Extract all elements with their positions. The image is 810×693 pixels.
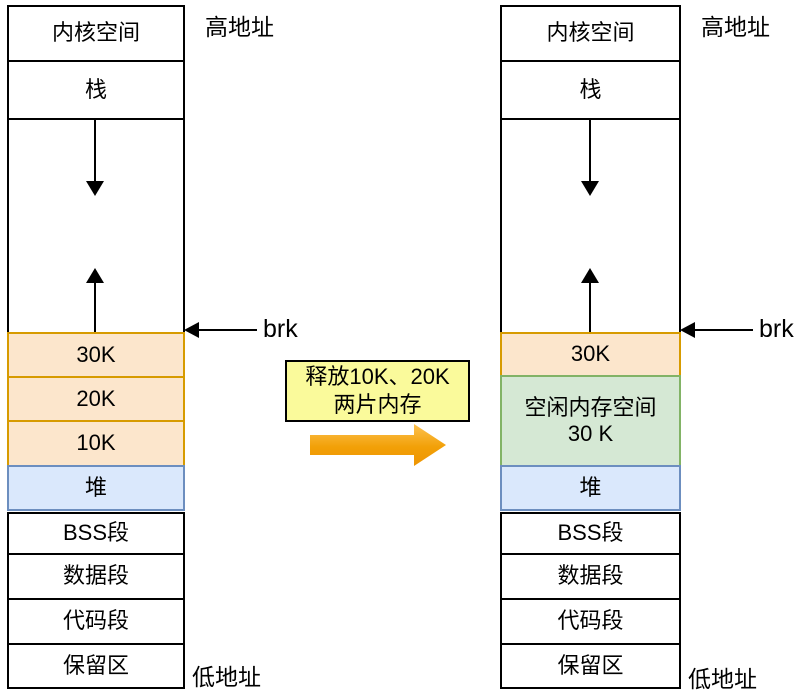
annotation-line1: 释放10K、20K: [305, 364, 450, 389]
left-low-address-label: 低地址: [192, 664, 261, 690]
left-alloc-block-20k: 20K: [7, 376, 185, 422]
left-stack-label: 栈: [84, 76, 107, 102]
right-low-address-label: 低地址: [688, 666, 757, 692]
left-reserved-box: 保留区: [7, 643, 185, 689]
left-heap-box: 堆: [7, 465, 185, 511]
right-heap-label: 堆: [579, 474, 602, 500]
left-alloc-block-30k-label: 30K: [76, 341, 116, 367]
left-bss-label: BSS段: [62, 520, 130, 546]
right-kernel-space-box: 内核空间: [500, 5, 681, 62]
right-reserved-label: 保留区: [557, 652, 624, 678]
right-kernel-space-label: 内核空间: [546, 20, 635, 46]
left-heap-growth-arrow: [94, 282, 96, 332]
left-kernel-space-label: 内核空间: [51, 20, 140, 46]
left-code-segment-box: 代码段: [7, 598, 185, 645]
right-free-memory-line2: 30 K: [567, 421, 614, 446]
right-heap-growth-arrow: [589, 282, 591, 332]
free-memory-annotation-box: 释放10K、20K 两片内存: [285, 360, 470, 422]
right-bss-box: BSS段: [500, 512, 681, 555]
left-stack-box: 栈: [7, 60, 185, 120]
right-stack-label: 栈: [579, 76, 602, 102]
right-code-segment-label: 代码段: [557, 608, 624, 634]
right-stack-growth-arrow: [589, 120, 591, 182]
right-data-segment-box: 数据段: [500, 553, 681, 600]
right-high-address-label: 高地址: [701, 14, 770, 40]
right-heap-growth-arrowhead-icon: [581, 268, 599, 283]
right-data-segment-label: 数据段: [557, 563, 624, 589]
left-high-address-label: 高地址: [205, 14, 274, 40]
right-stack-box: 栈: [500, 60, 681, 120]
left-stack-growth-arrowhead-icon: [86, 181, 104, 196]
left-alloc-block-20k-label: 20K: [76, 385, 116, 411]
left-brk-arrowhead-icon: [184, 322, 199, 338]
left-brk-arrow-line: [197, 329, 257, 331]
left-code-segment-label: 代码段: [62, 608, 129, 634]
left-data-segment-label: 数据段: [62, 563, 129, 589]
right-reserved-box: 保留区: [500, 643, 681, 689]
right-alloc-block-30k-label: 30K: [570, 341, 611, 367]
annotation-line2: 两片内存: [333, 392, 422, 417]
left-reserved-label: 保留区: [62, 652, 129, 678]
left-alloc-block-10k-label: 10K: [76, 430, 116, 456]
right-heap-box: 堆: [500, 465, 681, 511]
left-heap-growth-arrowhead-icon: [86, 268, 104, 283]
left-alloc-block-10k: 10K: [7, 420, 185, 467]
right-code-segment-box: 代码段: [500, 598, 681, 645]
right-bss-label: BSS段: [557, 520, 624, 546]
left-unmapped-region-box: [7, 118, 185, 334]
left-data-segment-box: 数据段: [7, 553, 185, 600]
right-stack-growth-arrowhead-icon: [581, 181, 599, 196]
right-free-memory-box: 空闲内存空间 30 K: [500, 375, 681, 467]
left-bss-box: BSS段: [7, 512, 185, 555]
left-brk-label: brk: [263, 315, 298, 343]
right-brk-label: brk: [759, 315, 794, 343]
right-alloc-block-30k: 30K: [500, 332, 681, 377]
left-kernel-space-box: 内核空间: [7, 5, 185, 62]
right-free-memory-line1: 空闲内存空间: [524, 394, 657, 420]
right-brk-arrowhead-icon: [680, 322, 695, 338]
left-heap-label: 堆: [84, 474, 107, 500]
transform-right-arrow-icon: [310, 424, 446, 466]
left-stack-growth-arrow: [94, 120, 96, 182]
left-alloc-block-30k: 30K: [7, 332, 185, 378]
right-brk-arrow-line: [693, 329, 753, 331]
